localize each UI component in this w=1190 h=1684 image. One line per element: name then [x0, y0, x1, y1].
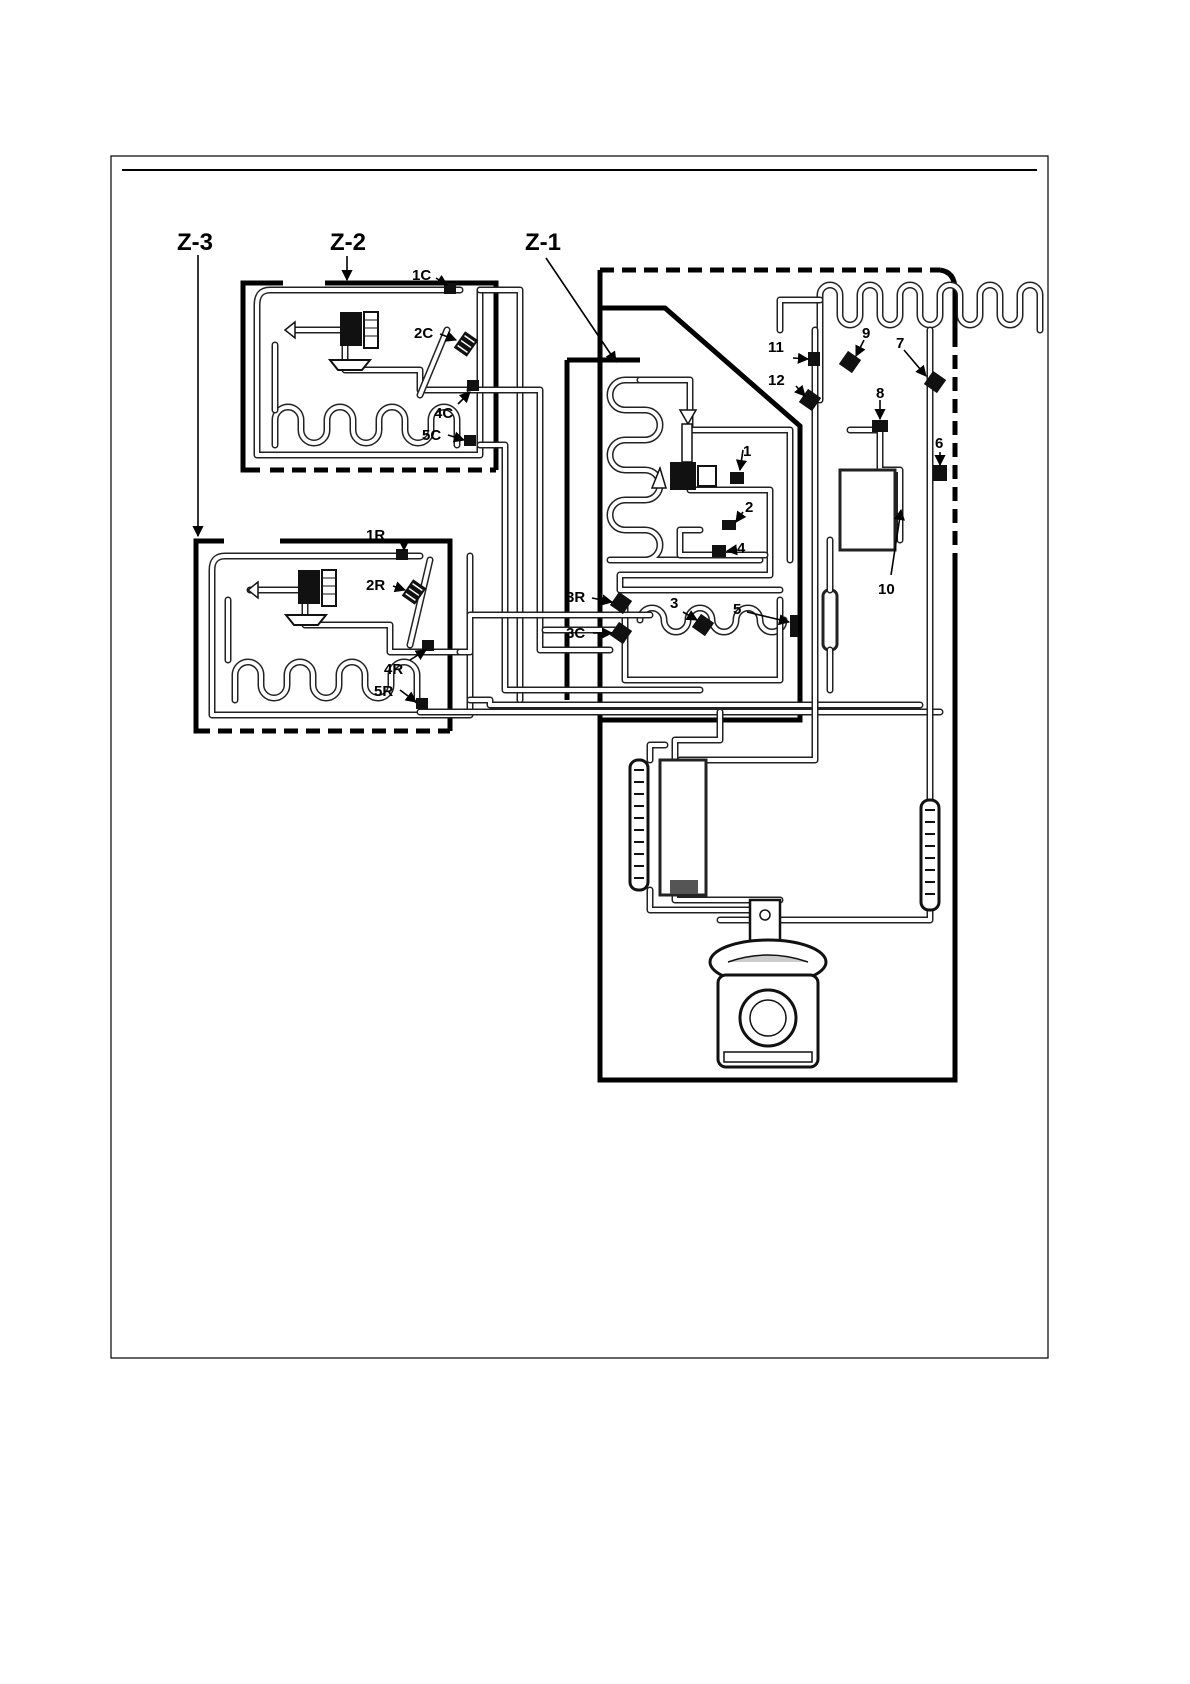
callout-2R: 2R [366, 577, 385, 594]
callout-8: 8 [876, 385, 884, 402]
zone-label-z1: Z-1 [525, 229, 561, 256]
callout-5C: 5C [422, 427, 441, 444]
valve-9 [839, 351, 861, 373]
z2-expansion-valve-assembly [285, 312, 378, 370]
valve-1R [396, 549, 408, 560]
compressor [710, 900, 826, 1067]
receiver-tank [823, 430, 900, 690]
zone-label-z2: Z-2 [330, 229, 366, 256]
callout-1C: 1C [412, 267, 431, 284]
callout-1R: 1R [366, 527, 385, 544]
callout-4C: 4C [434, 405, 453, 422]
valve-8 [872, 420, 888, 432]
valve-4R [422, 640, 434, 651]
valve-3C [610, 622, 632, 644]
callout-12: 12 [768, 372, 785, 389]
callout-3C: 3C [566, 625, 585, 642]
valve-2 [722, 520, 736, 530]
valve-4C [467, 380, 479, 391]
valve-3R [610, 592, 632, 614]
callout-4R: 4R [384, 661, 403, 678]
valve-4 [712, 545, 726, 557]
valve-5C [464, 435, 476, 446]
callout-10: 10 [878, 581, 895, 598]
z3-piping [212, 556, 470, 715]
switch-6 [933, 465, 947, 481]
accumulator [650, 712, 780, 910]
valve-11 [808, 352, 820, 366]
valve-1 [730, 472, 744, 484]
filter-drier-right [921, 800, 939, 910]
callout-2: 2 [745, 499, 753, 516]
valve-5 [790, 615, 798, 637]
valve-5R [416, 698, 428, 709]
callout-3: 3 [670, 595, 678, 612]
callout-9: 9 [862, 325, 870, 342]
callout-6: 6 [935, 435, 943, 452]
page-frame [111, 156, 1048, 1358]
callout-1: 1 [743, 443, 751, 460]
callout-3R: 3R [566, 589, 585, 606]
callout-2C: 2C [414, 325, 433, 342]
filter-drier-left [630, 760, 648, 890]
callout-4: 4 [737, 540, 746, 557]
callout-11: 11 [768, 339, 784, 356]
valve-2C [454, 331, 479, 357]
callout-7: 7 [896, 335, 904, 352]
callout-5R: 5R [374, 683, 393, 700]
zone-label-z3: Z-3 [177, 229, 213, 256]
callout-5: 5 [733, 601, 741, 618]
z3-expansion-valve-assembly [248, 570, 336, 625]
